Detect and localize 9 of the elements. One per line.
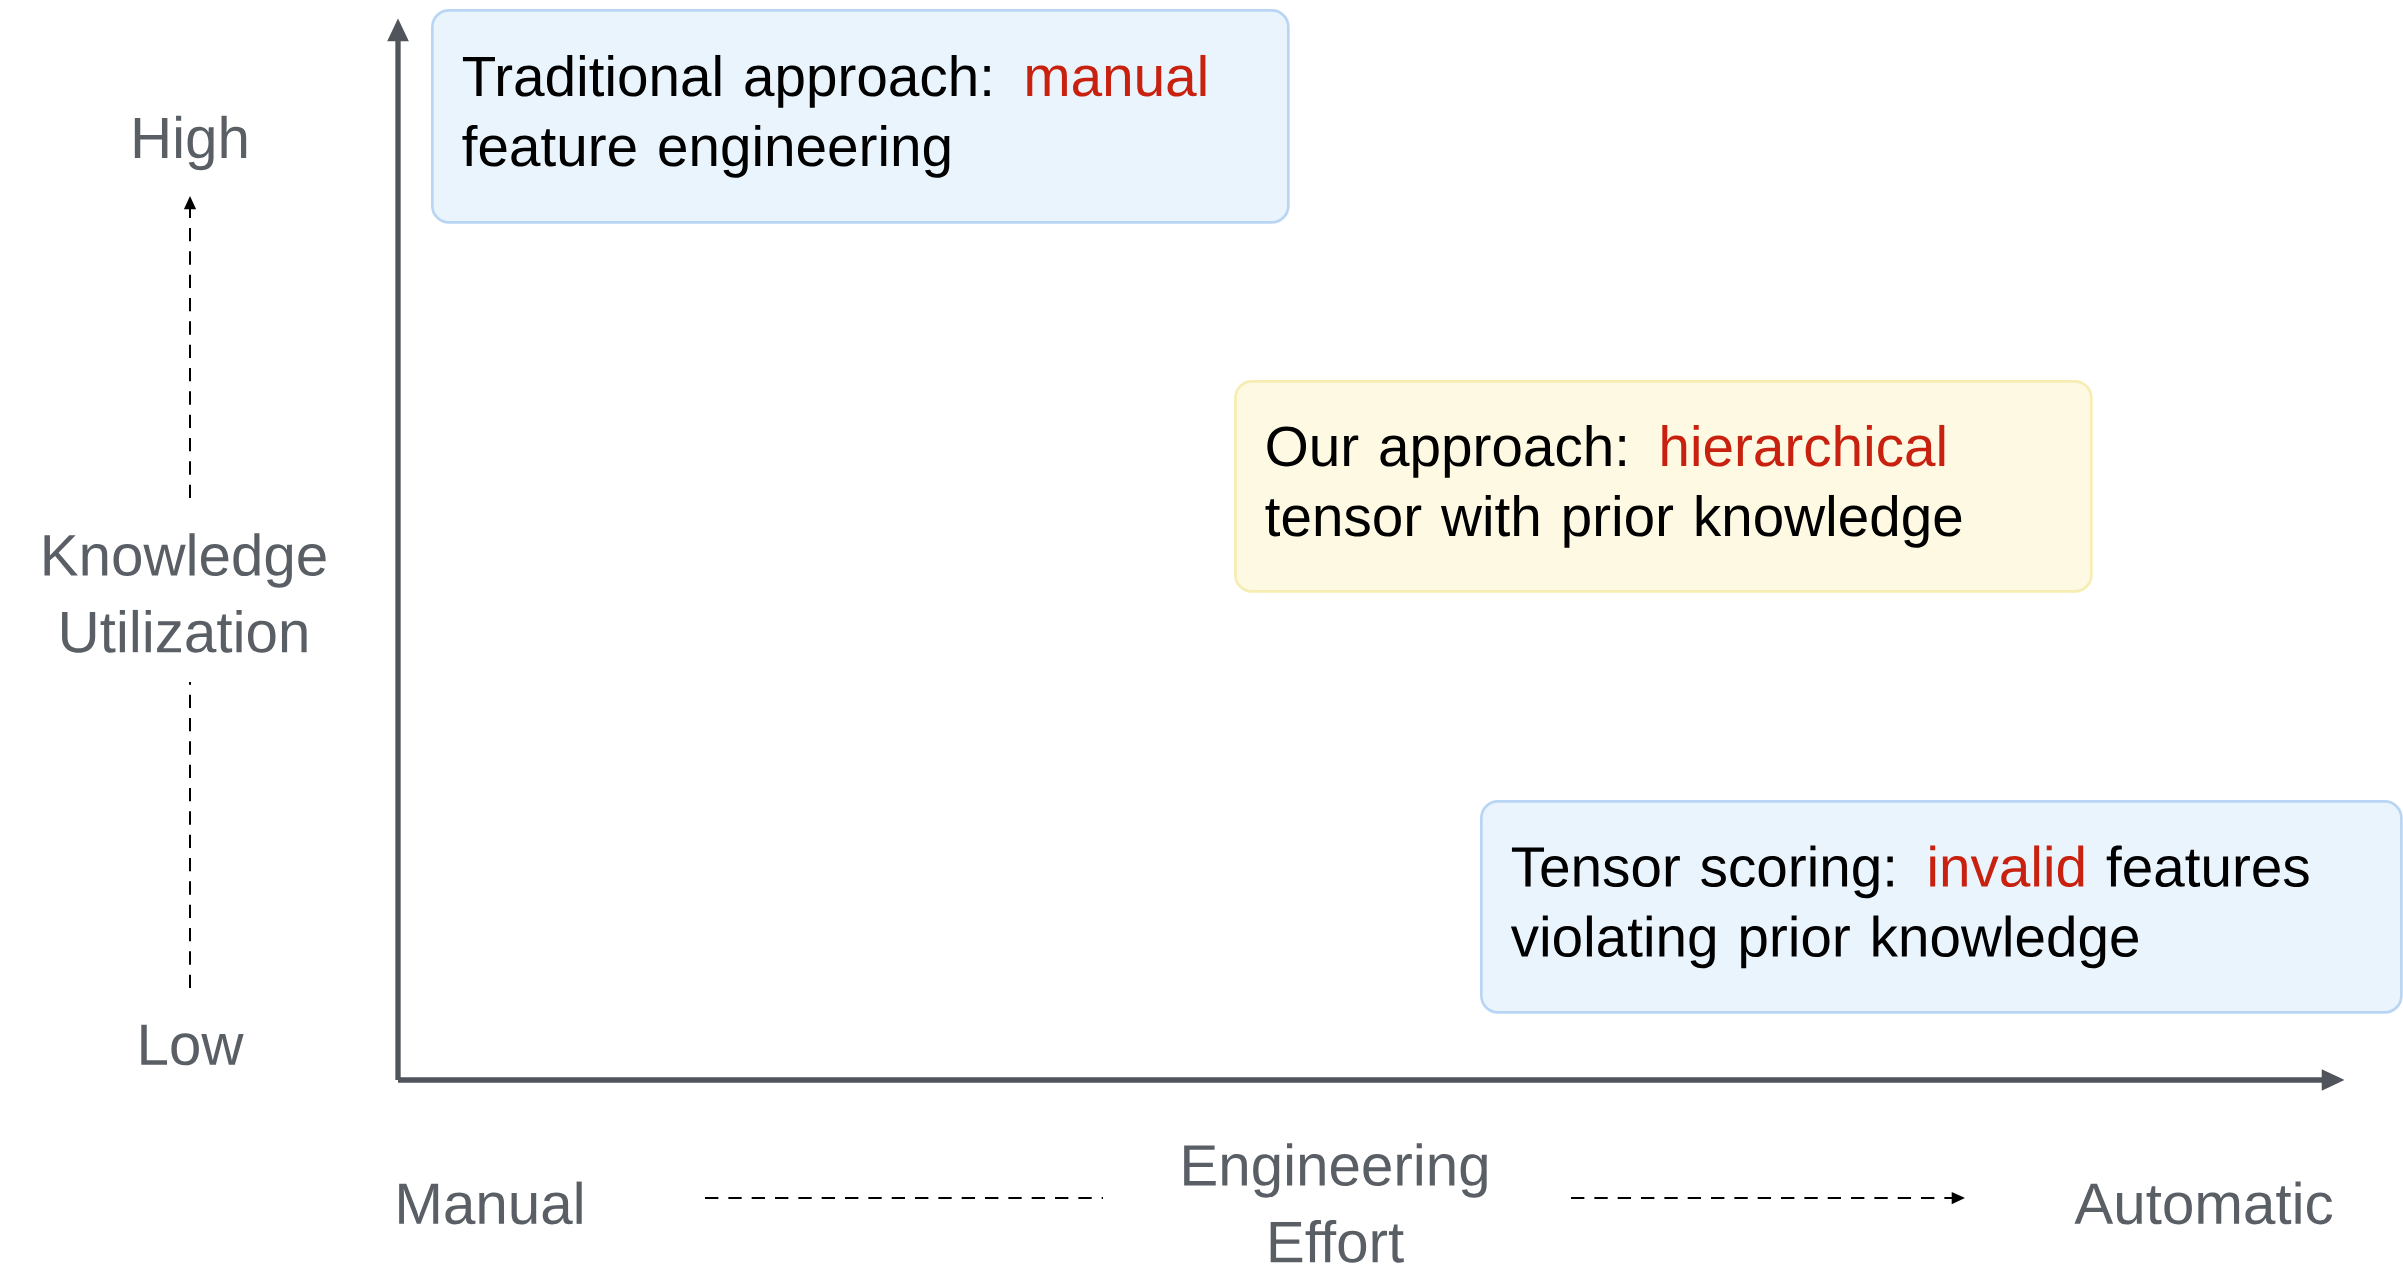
axis-label: High [134,115,247,171]
axis-label: Low [141,1024,244,1066]
axis-label: Knowledge Utilization [44,533,326,653]
axis-label: Automatic [2074,1181,2333,1225]
text-box: Traditional approach: manual feature engineering [431,9,1290,224]
axis-label: Engineering Effort [1184,1143,1487,1263]
axis-label: Manual [399,1181,582,1225]
text-box: Tensor scoring: invalid features violating prior knowledge [1480,800,2403,1014]
text-box: Our approach: hierarchical tensor with prior knowledge [1234,380,2093,593]
